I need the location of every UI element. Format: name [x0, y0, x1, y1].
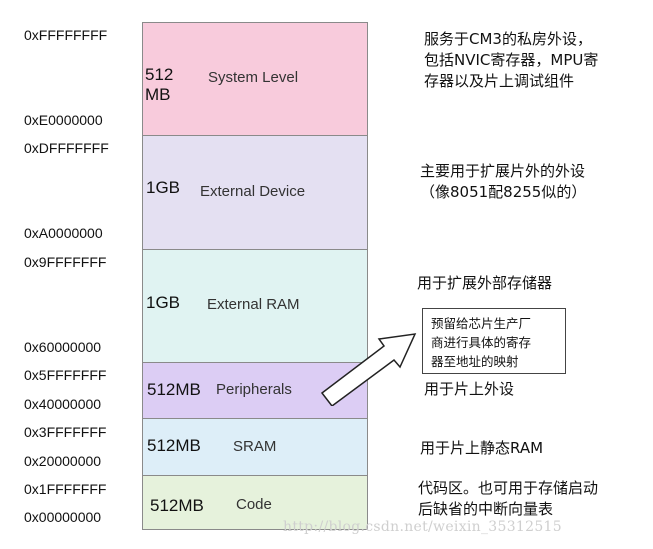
region-size: MB	[145, 85, 171, 104]
region-system-level: 512 MB System Level	[143, 23, 367, 136]
region-size: 512	[145, 65, 174, 84]
description-sram: 用于片上静态RAM	[420, 439, 544, 457]
address-label: 0x20000000	[24, 453, 102, 469]
address-label: 0x5FFFFFFF	[24, 367, 107, 383]
address-label: 0x40000000	[24, 396, 102, 412]
address-label: 0x00000000	[24, 509, 102, 525]
callout-box: 预留给芯片生产厂 商进行具体的寄存 器至地址的映射	[422, 308, 566, 374]
region-name: SRAM	[233, 438, 277, 455]
arrow-icon	[320, 333, 417, 406]
address-label: 0xFFFFFFFF	[24, 27, 108, 43]
region-name: External Device	[200, 183, 306, 200]
address-label: 0xE0000000	[24, 112, 103, 128]
memory-map: 512 MB System Level 1GB External Device …	[142, 22, 368, 530]
region-name: Code	[236, 496, 272, 513]
region-size: 512MB	[147, 436, 201, 455]
description-external-device: 主要用于扩展片外的外设 （像8051配8255似的）	[420, 162, 587, 201]
region-size: 1GB	[146, 293, 181, 312]
region-name: External RAM	[207, 296, 300, 313]
region-size: 512MB	[147, 380, 201, 399]
watermark: http://blog.csdn.net/weixin_35312515	[283, 519, 562, 535]
address-label: 0x9FFFFFFF	[24, 254, 107, 270]
address-label: 0xA0000000	[24, 225, 103, 241]
description-peripherals: 用于片上外设	[424, 380, 515, 398]
region-external-device: 1GB External Device	[143, 136, 367, 250]
address-label: 0x3FFFFFFF	[24, 424, 107, 440]
region-size: 512MB	[150, 496, 204, 515]
address-label: 0x60000000	[24, 339, 102, 355]
address-label: 0x1FFFFFFF	[24, 481, 107, 497]
region-size: 1GB	[146, 178, 181, 197]
address-label: 0xDFFFFFFF	[24, 140, 109, 156]
region-code: 512MB Code	[143, 476, 367, 529]
description-external-ram: 用于扩展外部存储器	[417, 274, 553, 292]
region-sram: 512MB SRAM	[143, 419, 367, 476]
description-code: 代码区。也可用于存储启动 后缺省的中断向量表	[418, 479, 599, 518]
region-external-ram: 1GB External RAM	[143, 250, 367, 363]
description-system-level: 服务于CM3的私房外设， 包括NVIC寄存器，MPU寄 存器以及片上调试组件	[424, 30, 599, 90]
region-name: Peripherals	[216, 381, 292, 398]
region-name: System Level	[208, 69, 299, 86]
